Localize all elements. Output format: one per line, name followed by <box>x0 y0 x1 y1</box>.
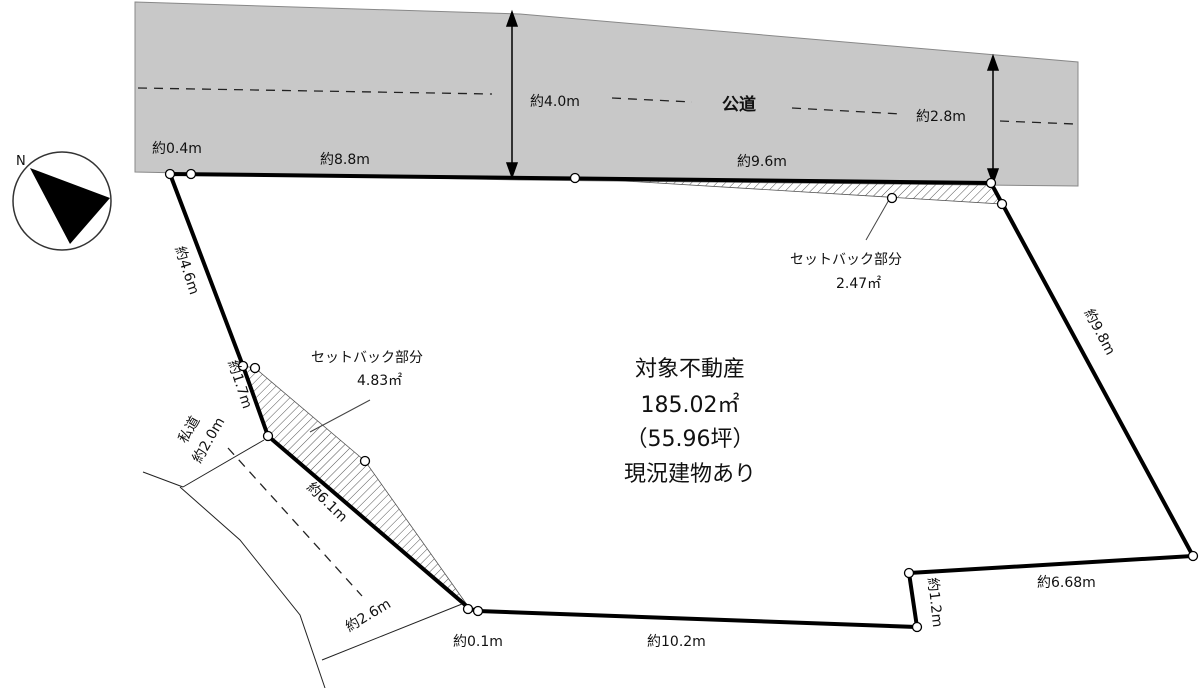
road-area <box>134 1 1079 187</box>
private-road-width-line <box>182 439 265 488</box>
road-width-left-arrow <box>505 9 519 180</box>
setback-right-area: 2.47㎡ <box>836 276 881 292</box>
road-width-right-label: 約2.8m <box>916 109 966 125</box>
road-name: 公道 <box>722 94 756 115</box>
boundary-point <box>249 362 261 374</box>
boundary-point <box>164 168 176 180</box>
side-bottom-small-label: 約0.1m <box>453 634 503 650</box>
property-area: 185.02㎡ <box>641 392 740 418</box>
setback-right-label: セットバック部分 <box>790 252 902 268</box>
setback-right-leader <box>865 197 891 241</box>
boundary-point <box>903 567 915 579</box>
boundary-point <box>237 360 249 372</box>
boundary-point <box>185 168 197 180</box>
road-centerline-right <box>999 120 1076 125</box>
boundary-point <box>462 603 474 615</box>
private-road-edge-2 <box>179 486 326 689</box>
boundary-point <box>911 621 923 633</box>
private-road-length-label: 約2.6m <box>343 596 394 635</box>
road-centerline-mid2 <box>791 107 903 115</box>
boundary-point <box>359 455 371 467</box>
side-bottom-label: 約10.2m <box>647 634 706 650</box>
side-right-label: 約9.8m <box>1080 306 1118 358</box>
boundary-point <box>262 430 274 442</box>
setback-left-label: セットバック部分 <box>311 350 423 366</box>
property-title: 対象不動産 <box>635 357 745 382</box>
boundary-point <box>985 177 997 189</box>
boundary-point <box>472 605 484 617</box>
road-centerline-left <box>137 87 493 95</box>
side-step-label: 約1.2m <box>924 577 945 628</box>
boundary-point <box>996 198 1008 210</box>
boundary-point <box>1187 550 1199 562</box>
private-road-length-line <box>321 603 463 661</box>
boundary-point <box>569 172 581 184</box>
road-centerline-mid <box>611 97 693 103</box>
boundary-points <box>164 168 1199 633</box>
setback-left-area: 4.83㎡ <box>357 373 402 389</box>
road-width-right-arrow <box>986 53 1000 186</box>
property-note: 現況建物あり <box>624 462 756 487</box>
property-tsubo: （55.96坪） <box>626 427 755 452</box>
side-left-upper-label: 約4.6m <box>171 244 202 296</box>
compass-north-label: N <box>16 154 26 169</box>
boundary-point <box>886 192 898 204</box>
north-compass: N <box>12 151 112 251</box>
frontage-seg-a-label: 約0.4m <box>152 141 202 157</box>
property-boundary <box>167 171 1197 630</box>
setback-left-area <box>242 365 471 610</box>
private-road-edge-1 <box>142 471 184 488</box>
north-arrow-icon <box>30 168 110 244</box>
road-width-left-label: 約4.0m <box>530 94 580 110</box>
side-bottom-right-label: 約6.68m <box>1037 575 1096 591</box>
frontage-seg-b-label: 約8.8m <box>320 152 370 168</box>
frontage-seg-c-label: 約9.6m <box>737 154 787 170</box>
private-road-centerline <box>227 447 363 597</box>
setback-left-leader <box>309 399 371 433</box>
